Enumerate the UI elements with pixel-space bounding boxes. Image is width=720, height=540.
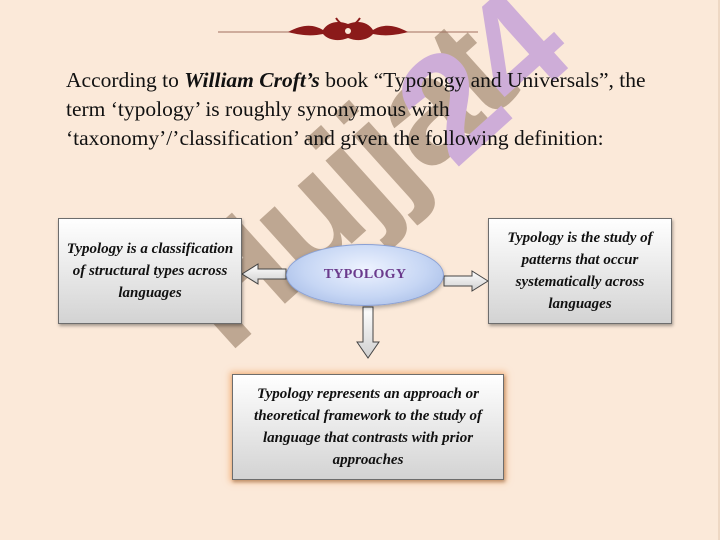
- definition-right-text: Typology is the study of patterns that o…: [507, 230, 653, 312]
- author-name: William Croft’s: [184, 68, 320, 92]
- intro-paragraph: According to William Croft’s book “Typol…: [66, 66, 666, 153]
- intro-after: book “Typology and Universals”, the term…: [66, 68, 646, 150]
- arrow-down-icon: [356, 306, 380, 359]
- definition-left-text: Typology is a classification of structur…: [66, 241, 234, 301]
- typology-center-node: TYPOLOGY: [286, 244, 444, 306]
- definition-box-approach: Typology represents an approach or theor…: [232, 374, 504, 480]
- definition-bottom-text: Typology represents an approach or theor…: [254, 386, 482, 468]
- arrow-right-icon: [443, 270, 489, 292]
- center-label: TYPOLOGY: [323, 267, 407, 282]
- ornament-divider-icon: [218, 17, 478, 41]
- definition-box-patterns: Typology is the study of patterns that o…: [488, 218, 672, 324]
- arrow-left-icon: [241, 263, 287, 285]
- definition-box-classification: Typology is a classification of structur…: [58, 218, 242, 324]
- intro-before: According to: [66, 68, 185, 92]
